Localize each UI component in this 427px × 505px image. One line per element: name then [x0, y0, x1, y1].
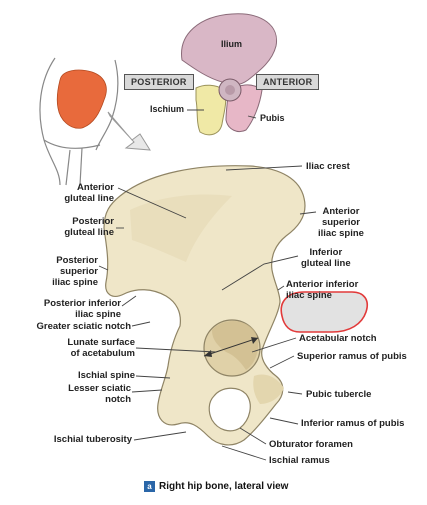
label-inferior-ramus-of-pubis: Inferior ramus of pubis [301, 418, 405, 429]
anterior-tag: ANTERIOR [256, 74, 320, 90]
label-anterior-inferior-iliac-spine: Anterior inferior iliac spine [286, 279, 359, 301]
caption-badge: a [144, 481, 155, 492]
label-superior-ramus-of-pubis: Superior ramus of pubis [297, 351, 407, 362]
label-ischial-ramus: Ischial ramus [269, 455, 330, 466]
leader-lines [98, 109, 317, 461]
label-ischial-spine: Ischial spine [77, 370, 135, 381]
acetabulum-arrow [203, 337, 259, 357]
figure-caption: a Right hip bone, lateral view [144, 481, 288, 492]
inset-ischium [195, 84, 227, 136]
caption-text: Right hip bone, lateral view [159, 481, 289, 492]
inset-label-pubis: Pubis [260, 113, 285, 123]
label-posterior-superior-iliac-spine: Posterior superior iliac spine [52, 255, 98, 288]
pubis-region [253, 374, 284, 404]
main-hip-bone [103, 165, 306, 446]
label-acetabular-notch: Acetabular notch [299, 333, 377, 344]
obturator-foramen [208, 387, 251, 432]
label-obturator-foramen: Obturator foramen [269, 439, 353, 450]
label-lesser-sciatic-notch: Lesser sciatic notch [68, 383, 131, 405]
label-anterior-superior-iliac-spine: Anterior superior iliac spine [318, 206, 364, 239]
inset-ilium [181, 13, 278, 86]
label-pubic-tubercle: Pubic tubercle [306, 389, 372, 400]
posterior-tag: POSTERIOR [124, 74, 194, 90]
label-inferior-gluteal-line: Inferior gluteal line [301, 247, 351, 269]
label-lunate-surface: Lunate surface of acetabulum [67, 337, 135, 359]
inset-label-ischium: Ischium [150, 104, 185, 114]
label-posterior-gluteal-line: Posterior gluteal line [64, 216, 114, 238]
zoom-arrow [107, 111, 151, 151]
body-outline-sketch [39, 57, 119, 186]
label-greater-sciatic-notch: Greater sciatic notch [36, 321, 131, 332]
bone-shading [130, 194, 232, 262]
redaction-box [280, 291, 368, 333]
label-ischial-tuberosity: Ischial tuberosity [53, 434, 132, 445]
highlight-hip-region [56, 69, 107, 129]
inset-hip-bone [181, 13, 278, 136]
label-posterior-inferior-iliac-spine: Posterior inferior iliac spine [43, 298, 121, 320]
label-anterior-gluteal-line: Anterior gluteal line [64, 182, 114, 204]
inset-label-ilium: Ilium [221, 39, 243, 49]
label-iliac-crest: Iliac crest [306, 161, 350, 172]
